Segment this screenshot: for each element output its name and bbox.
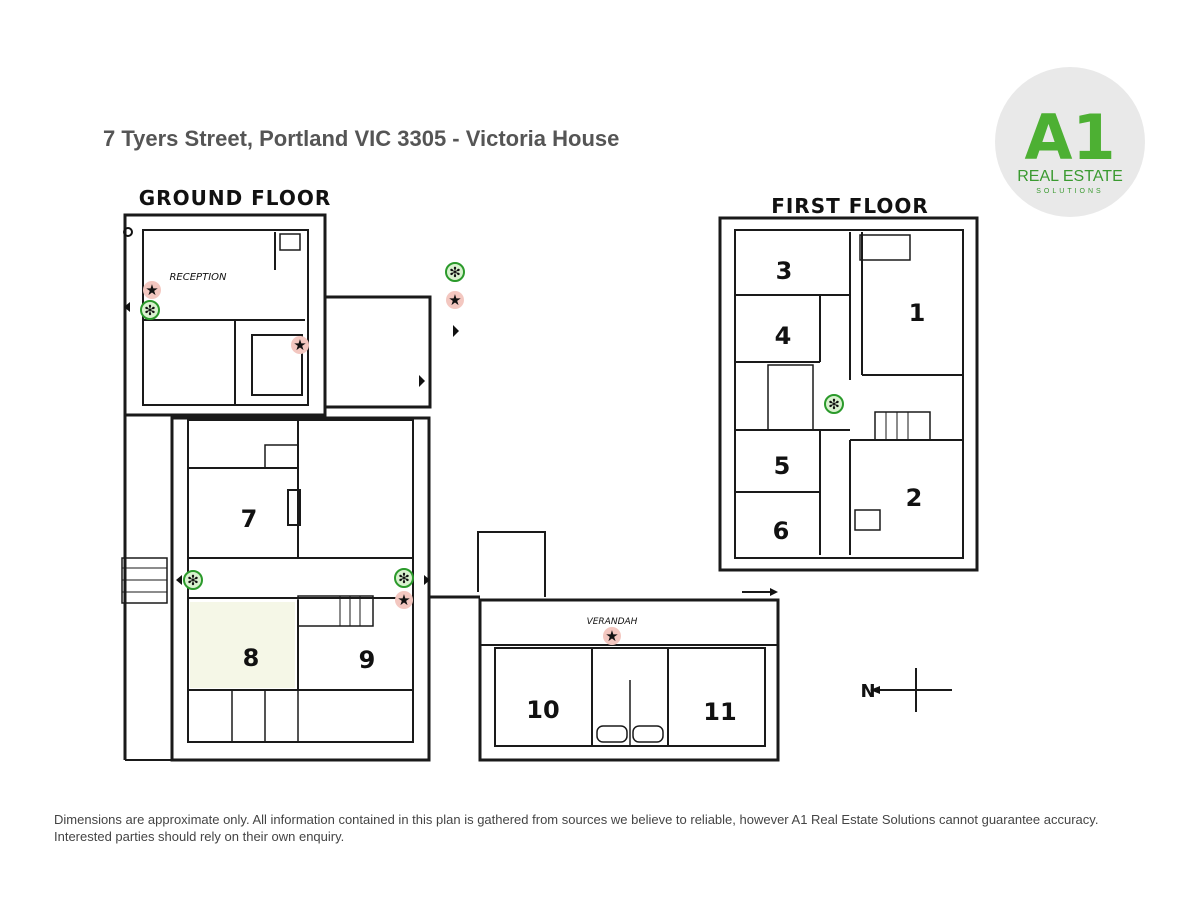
smoke-alarm-icon [143, 281, 161, 299]
room-6-label: 6 [773, 517, 790, 545]
disclaimer-line2: Interested parties should rely on their … [54, 829, 345, 844]
reception-label: RECEPTION [169, 272, 227, 283]
logo-line2: SOLUTIONS [1036, 188, 1103, 195]
verandah-block [478, 598, 780, 762]
disclaimer-line1: Dimensions are approximate only. All inf… [54, 812, 1099, 827]
room8-shade [190, 602, 295, 688]
fire-extinguisher-icon [445, 262, 465, 282]
annex-room [323, 295, 432, 409]
smoke-alarm-icon [446, 291, 464, 309]
room-9-label: 9 [359, 646, 376, 674]
ground-floor-heading: GROUND FLOOR [139, 186, 331, 210]
verandah-label: VERANDAH [587, 617, 638, 627]
room-1-label: 1 [909, 299, 926, 327]
room-2-label: 2 [906, 484, 923, 512]
smoke-alarm-icon [395, 591, 413, 609]
room-11-label: 11 [703, 698, 736, 726]
smoke-alarm-icon [291, 336, 309, 354]
room-8-label: 8 [243, 644, 260, 672]
main-block [170, 416, 431, 762]
room-4-label: 4 [775, 322, 792, 350]
disclaimer: Dimensions are approximate only. All inf… [54, 811, 1154, 845]
fire-extinguisher-icon [394, 568, 414, 588]
room-10-label: 10 [526, 696, 559, 724]
first-floor-heading: FIRST FLOOR [771, 194, 929, 218]
company-logo: A1 REAL ESTATE SOLUTIONS [995, 67, 1145, 217]
fire-extinguisher-icon [140, 300, 160, 320]
smoke-alarm-icon [603, 627, 621, 645]
room-7-label: 7 [241, 505, 258, 533]
fire-extinguisher-icon [824, 394, 844, 414]
logo-mark: A1 [1024, 101, 1115, 174]
first-floor-block [718, 216, 979, 572]
compass-north-label: N [860, 681, 875, 702]
room-5-label: 5 [774, 452, 791, 480]
logo-line1: REAL ESTATE [1017, 168, 1123, 185]
fire-extinguisher-icon [183, 570, 203, 590]
room-3-label: 3 [776, 257, 793, 285]
page-title: 7 Tyers Street, Portland VIC 3305 - Vict… [103, 126, 620, 151]
